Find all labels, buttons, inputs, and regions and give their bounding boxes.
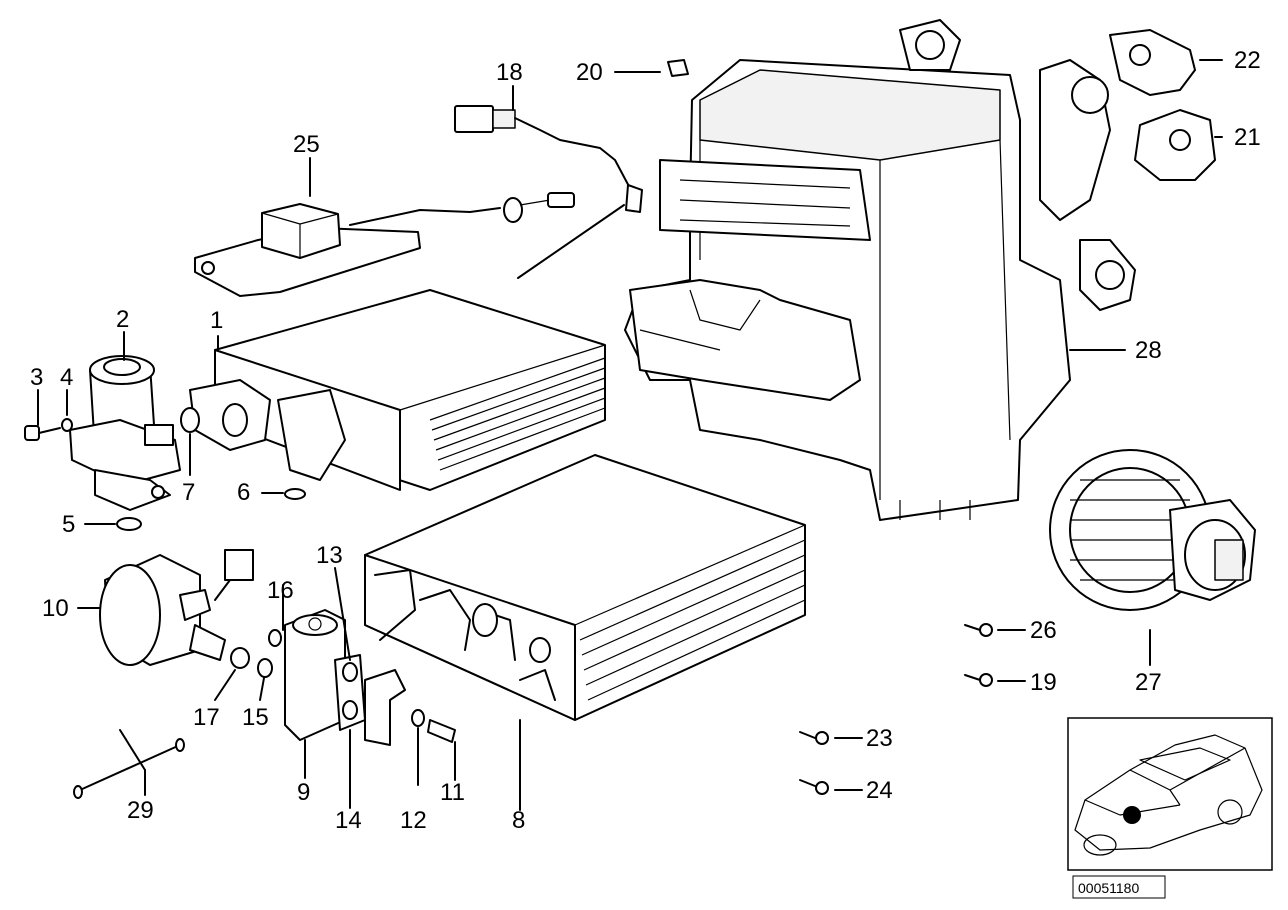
callout-15[interactable]: 15 [242,704,269,731]
part-22-flap[interactable] [1109,29,1196,96]
part-29-tool[interactable] [73,729,185,799]
vehicle-inset: 00051180 [1067,717,1273,899]
callout-7[interactable]: 7 [182,479,195,506]
location-marker [1123,806,1141,824]
part-11-bolt[interactable] [427,719,456,743]
callout-19[interactable]: 19 [1030,669,1057,696]
callout-18[interactable]: 18 [496,59,523,86]
callout-16[interactable]: 16 [267,577,294,604]
part-7-oring[interactable] [180,407,200,433]
part-10-solenoid[interactable] [99,549,254,666]
callout-1[interactable]: 1 [210,307,223,334]
heater-housing[interactable] [624,19,1136,521]
part-15-oring[interactable] [257,658,273,678]
part-3-screw[interactable] [24,425,61,441]
part-18-sensor[interactable] [454,105,643,279]
callout-22[interactable]: 22 [1234,47,1261,74]
part-1-heater-core[interactable] [189,289,606,491]
callout-27[interactable]: 27 [1135,669,1162,696]
part-27-blower[interactable] [1049,449,1256,611]
callout-6[interactable]: 6 [237,479,250,506]
part-21-flap[interactable] [1134,109,1216,181]
callout-13[interactable]: 13 [316,542,343,569]
part-16-oring[interactable] [268,629,282,647]
part-14-gasket[interactable] [334,654,366,731]
callout-28[interactable]: 28 [1135,337,1162,364]
part-23-screw[interactable] [799,731,829,745]
callout-24[interactable]: 24 [866,777,893,804]
callout-25[interactable]: 25 [293,131,320,158]
part-2-water-valve[interactable] [69,355,181,511]
part-4-washer[interactable] [61,418,73,432]
callout-29[interactable]: 29 [127,797,154,824]
part-26-screw[interactable] [964,623,993,637]
callout-2[interactable]: 2 [116,306,129,333]
callout-20[interactable]: 20 [576,59,603,86]
leader-lines [37,59,1223,811]
part-12-washer[interactable] [411,709,425,727]
callout-5[interactable]: 5 [62,511,75,538]
part-20-clip[interactable] [667,59,689,77]
callout-23[interactable]: 23 [866,725,893,752]
callout-26[interactable]: 26 [1030,617,1057,644]
part-13-bracket[interactable] [364,669,406,746]
part-9-expansion-valve[interactable] [284,609,346,741]
part-24-screw[interactable] [799,779,829,795]
part-19-screw[interactable] [964,673,993,687]
part-25-control-module[interactable] [194,192,575,297]
callout-10[interactable]: 10 [42,595,69,622]
callout-8[interactable]: 8 [512,807,525,834]
part-5-seal[interactable] [116,517,142,531]
callout-3[interactable]: 3 [30,364,43,391]
callout-11[interactable]: 11 [440,779,465,806]
part-8-evaporator[interactable] [364,454,806,721]
callout-17[interactable]: 17 [193,704,220,731]
callout-12[interactable]: 12 [400,807,427,834]
callout-labels: 25 18 20 22 21 28 1 2 3 4 5 6 7 10 13 16… [30,47,1261,834]
callout-4[interactable]: 4 [60,364,73,391]
part-17-oring[interactable] [230,647,250,669]
callout-21[interactable]: 21 [1234,124,1261,151]
callout-9[interactable]: 9 [297,779,310,806]
callout-14[interactable]: 14 [335,807,362,834]
part-6-seal[interactable] [284,488,306,500]
reference-number: 00051180 [1078,880,1139,896]
